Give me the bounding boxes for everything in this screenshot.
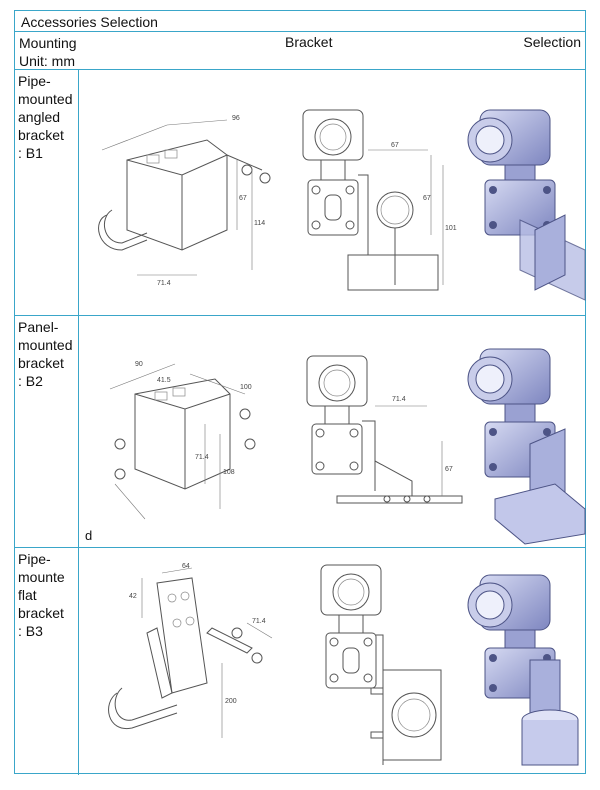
dim-b2-e: 108: [223, 469, 235, 476]
dim-b1-f: 67: [423, 195, 431, 202]
table-row: Pipe- mounte flat bracket : B3 64 42: [15, 548, 585, 775]
accessories-table: Accessories Selection Mounting Unit: mm …: [14, 10, 586, 775]
dim-b1-c: 114: [254, 220, 265, 227]
row-label-b2: Panel- mounted bracket : B2: [15, 316, 79, 547]
dim-b1-a: 96: [232, 115, 240, 122]
dim-b1-b: 67: [239, 195, 247, 202]
header-mounting: Mounting Unit: mm: [19, 34, 99, 70]
header-selection: Selection: [523, 34, 581, 50]
row-note: d: [85, 528, 93, 543]
b2-bracket-drawing: 90 41.5 100 71.4 108: [109, 361, 256, 520]
dim-b3-c: 71.4: [252, 618, 266, 625]
row-label-b3: Pipe- mounte flat bracket : B3: [15, 548, 79, 775]
dim-b2-a: 90: [135, 361, 143, 368]
table-row: Pipe- mounted angled bracket : B1 96: [15, 70, 586, 316]
dim-b3-b: 42: [129, 593, 137, 600]
table-title: Accessories Selection: [21, 14, 158, 30]
dim-b2-f: 71.4: [392, 396, 406, 403]
dim-b3-a: 64: [182, 563, 190, 570]
b1-bracket-drawing: 96 67 114 71.4: [98, 115, 271, 287]
row-label-b1: Pipe- mounted angled bracket : B1: [15, 70, 79, 315]
b2-selection-render: [467, 348, 586, 545]
b3-transmitter-drawing: [320, 564, 442, 765]
dim-b2-c: 100: [240, 384, 252, 391]
table-row: Panel- mounted bracket : B2 d 90 41.5 10…: [15, 316, 586, 548]
header-unit-label: Unit: mm: [19, 53, 75, 69]
dim-b1-g: 101: [445, 225, 457, 232]
dim-b2-d: 71.4: [195, 454, 209, 461]
b3-bracket-drawing: 64 42 71.4 200: [108, 563, 273, 738]
header-mounting-label: Mounting: [19, 35, 77, 51]
b2-transmitter-drawing: 71.4 67: [306, 355, 463, 504]
header-bracket: Bracket: [285, 34, 333, 50]
dim-b2-g: 67: [445, 466, 453, 473]
dim-b2-b: 41.5: [157, 377, 171, 384]
dim-b1-e: 67: [391, 142, 399, 149]
table-header-row: Mounting Unit: mm Bracket Selection: [15, 32, 585, 70]
b1-selection-render: [467, 109, 586, 301]
dim-b1-d: 71.4: [157, 280, 171, 287]
b3-selection-render: [467, 574, 579, 766]
dim-b3-d: 200: [225, 698, 237, 705]
table-title-row: Accessories Selection: [15, 11, 585, 32]
b1-transmitter-drawing: 67 67 101: [302, 109, 457, 291]
